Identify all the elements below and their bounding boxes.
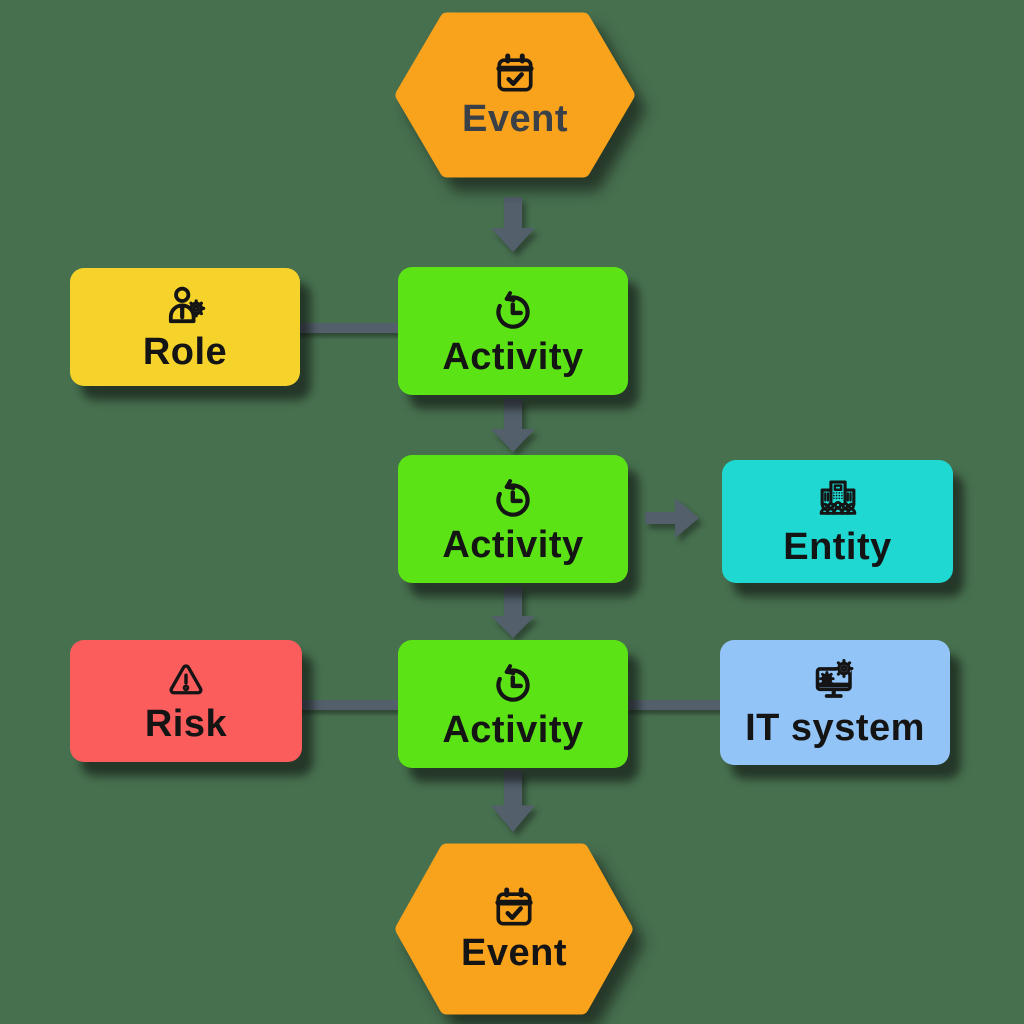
node-activity-2: Activity bbox=[398, 455, 628, 583]
warning-triangle-icon bbox=[169, 664, 203, 694]
arrow-down-event-to-activity1 bbox=[484, 197, 542, 253]
arrow-right-activity2-to-entity bbox=[645, 496, 701, 540]
calendar-check-icon bbox=[495, 887, 533, 926]
node-label: Event bbox=[461, 931, 567, 974]
hexagon-shape bbox=[395, 12, 635, 178]
clock-history-icon bbox=[496, 290, 530, 329]
node-it-system: IT system bbox=[720, 640, 950, 765]
arrow-down-activity2-to-activity3 bbox=[484, 587, 542, 639]
building-people-icon bbox=[819, 480, 856, 515]
clock-history-icon bbox=[496, 663, 530, 702]
edge-activity3-itsystem-line bbox=[626, 700, 722, 710]
node-entity: Entity bbox=[722, 460, 953, 583]
node-event-top: Event bbox=[395, 12, 635, 178]
node-label: Risk bbox=[144, 702, 228, 745]
node-label: Activity bbox=[442, 335, 584, 378]
edge-role-activity1-line bbox=[296, 323, 400, 333]
node-activity-3: Activity bbox=[398, 640, 628, 768]
node-label: Activity bbox=[442, 708, 584, 751]
person-gear-icon bbox=[168, 286, 206, 323]
edge-risk-activity3-line bbox=[298, 700, 400, 710]
node-risk: Risk bbox=[70, 640, 302, 762]
arrow-down-activity1-to-activity2 bbox=[484, 399, 542, 453]
node-event-bottom: Event bbox=[395, 843, 633, 1015]
hexagon-shape bbox=[395, 843, 633, 1015]
node-label: Entity bbox=[783, 526, 892, 569]
node-label: IT system bbox=[745, 707, 925, 750]
node-activity-1: Activity bbox=[398, 267, 628, 395]
calendar-check-icon bbox=[496, 53, 534, 92]
node-role: Role bbox=[70, 268, 300, 386]
clock-history-icon bbox=[496, 478, 530, 517]
arrow-down-activity3-to-event bbox=[484, 771, 542, 833]
node-label: Event bbox=[462, 97, 568, 140]
node-label: Activity bbox=[442, 523, 584, 566]
node-label: Role bbox=[142, 330, 228, 373]
monitor-gears-icon bbox=[815, 659, 854, 698]
